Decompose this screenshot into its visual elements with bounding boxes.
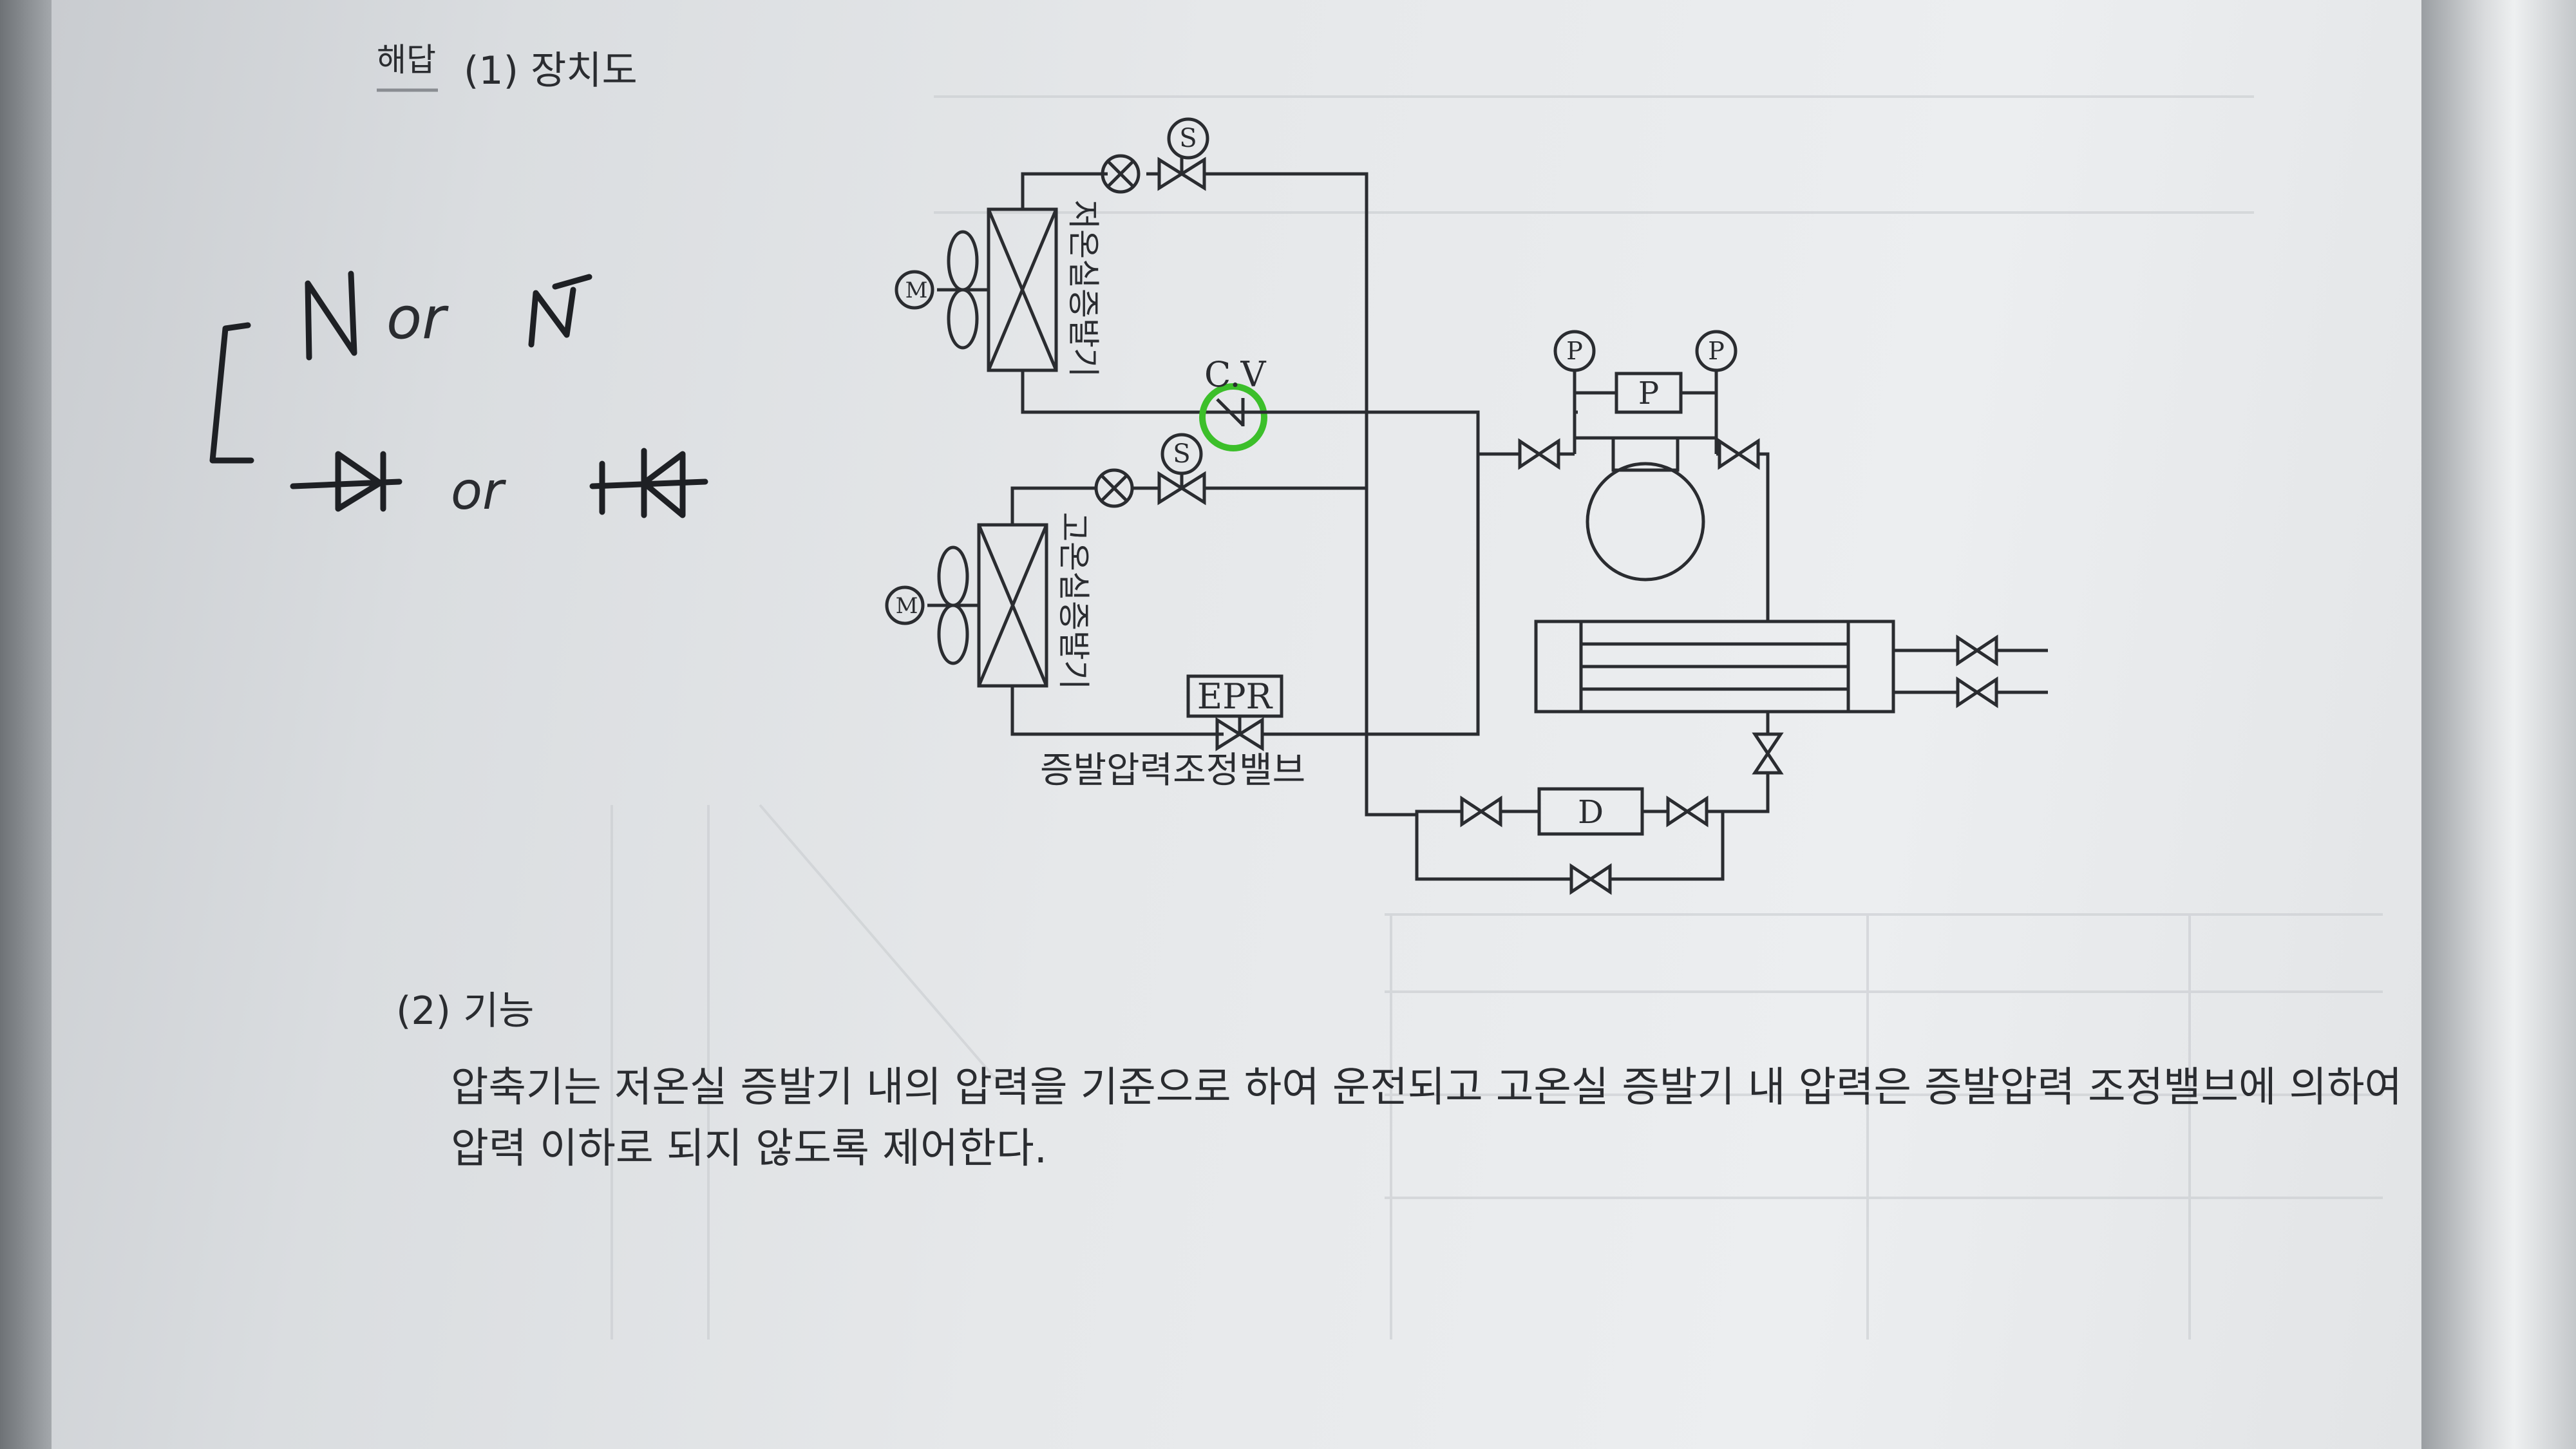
handwritten-N-variant bbox=[528, 274, 592, 348]
bracket-mark bbox=[209, 322, 254, 464]
book-page bbox=[52, 0, 2421, 1449]
check-valve-icon bbox=[1199, 383, 1267, 451]
pressure-switch-label: P bbox=[1638, 375, 1659, 412]
motor-label: M bbox=[905, 278, 928, 303]
handwritten-check-valve-1 bbox=[290, 451, 402, 512]
drier-outlet-valve-icon bbox=[1666, 795, 1709, 828]
page-right-edge bbox=[2421, 0, 2576, 1449]
low-evaporator-label: 저온실증발기 bbox=[1065, 200, 1102, 377]
epr-valve bbox=[1186, 674, 1283, 752]
header: 해답 (1) 장치도 bbox=[377, 41, 638, 93]
low-evaporator-fan bbox=[937, 230, 989, 350]
solenoid-valve-icon-2 bbox=[1157, 433, 1206, 506]
water-valve-icon-2 bbox=[1956, 676, 1998, 708]
expansion-valve-icon bbox=[1101, 154, 1141, 194]
pressure-gauge-label-2: P bbox=[1708, 337, 1725, 365]
handwritten-or-1: or bbox=[386, 285, 449, 352]
high-evaporator bbox=[977, 523, 1048, 688]
discharge-service-valve-icon bbox=[1718, 438, 1760, 470]
epr-caption: 증발압력조정밸브 bbox=[1040, 750, 1305, 791]
bleed-through bbox=[611, 95, 2383, 1340]
refrigeration-schematic bbox=[885, 117, 2048, 895]
solenoid-label-2: S bbox=[1173, 439, 1190, 469]
low-evaporator bbox=[987, 207, 1058, 372]
water-valve-icon bbox=[1956, 634, 1998, 667]
suction-service-valve-icon bbox=[1518, 438, 1560, 470]
drier-label: D bbox=[1578, 793, 1604, 831]
condenser bbox=[1534, 620, 1895, 714]
function-text-line-1: 압축기는 저온실 증발기 내의 압력을 기준으로 하여 운전되고 고온실 증발기… bbox=[451, 1064, 2402, 1112]
motor-icon-2 bbox=[885, 585, 925, 625]
section-1-title: (1) 장치도 bbox=[464, 48, 638, 93]
solenoid-valve-icon bbox=[1157, 117, 1209, 191]
epr-label: EPR bbox=[1197, 676, 1273, 717]
handwritten-or-2: or bbox=[451, 461, 507, 521]
pressure-gauge-icon bbox=[1553, 330, 1596, 372]
expansion-valve-icon-2 bbox=[1094, 468, 1134, 508]
handwritten-N bbox=[305, 270, 357, 361]
bypass-valve-icon bbox=[1569, 863, 1612, 895]
diagram-labels: M M S S C.V EPR 증발압력조정밸브 P P P D 저온실증발기 … bbox=[896, 124, 1725, 831]
high-evaporator-fan bbox=[927, 545, 979, 665]
compressor bbox=[1573, 410, 1718, 582]
high-evaporator-label: 고온실증발기 bbox=[1055, 512, 1092, 690]
motor-label-2: M bbox=[896, 593, 918, 619]
check-valve-label: C.V bbox=[1204, 354, 1267, 395]
drier-inlet-valve-icon bbox=[1460, 795, 1502, 828]
section-2: (2) 기능 압축기는 저온실 증발기 내의 압력을 기준으로 하여 운전되고 … bbox=[396, 989, 2402, 1173]
solenoid-label: S bbox=[1179, 124, 1197, 153]
liquid-valve-icon bbox=[1752, 732, 1784, 775]
handwritten-notes bbox=[209, 270, 708, 518]
pressure-gauge-icon-2 bbox=[1695, 330, 1738, 372]
handwritten-check-valve-2 bbox=[589, 448, 708, 518]
answer-badge: 해답 bbox=[377, 41, 436, 79]
pressure-gauge-label: P bbox=[1566, 337, 1583, 365]
function-text-line-2: 압력 이하로 되지 않도록 제어한다. bbox=[451, 1125, 1047, 1173]
section-2-title: (2) 기능 bbox=[396, 989, 534, 1034]
motor-icon bbox=[895, 270, 934, 310]
